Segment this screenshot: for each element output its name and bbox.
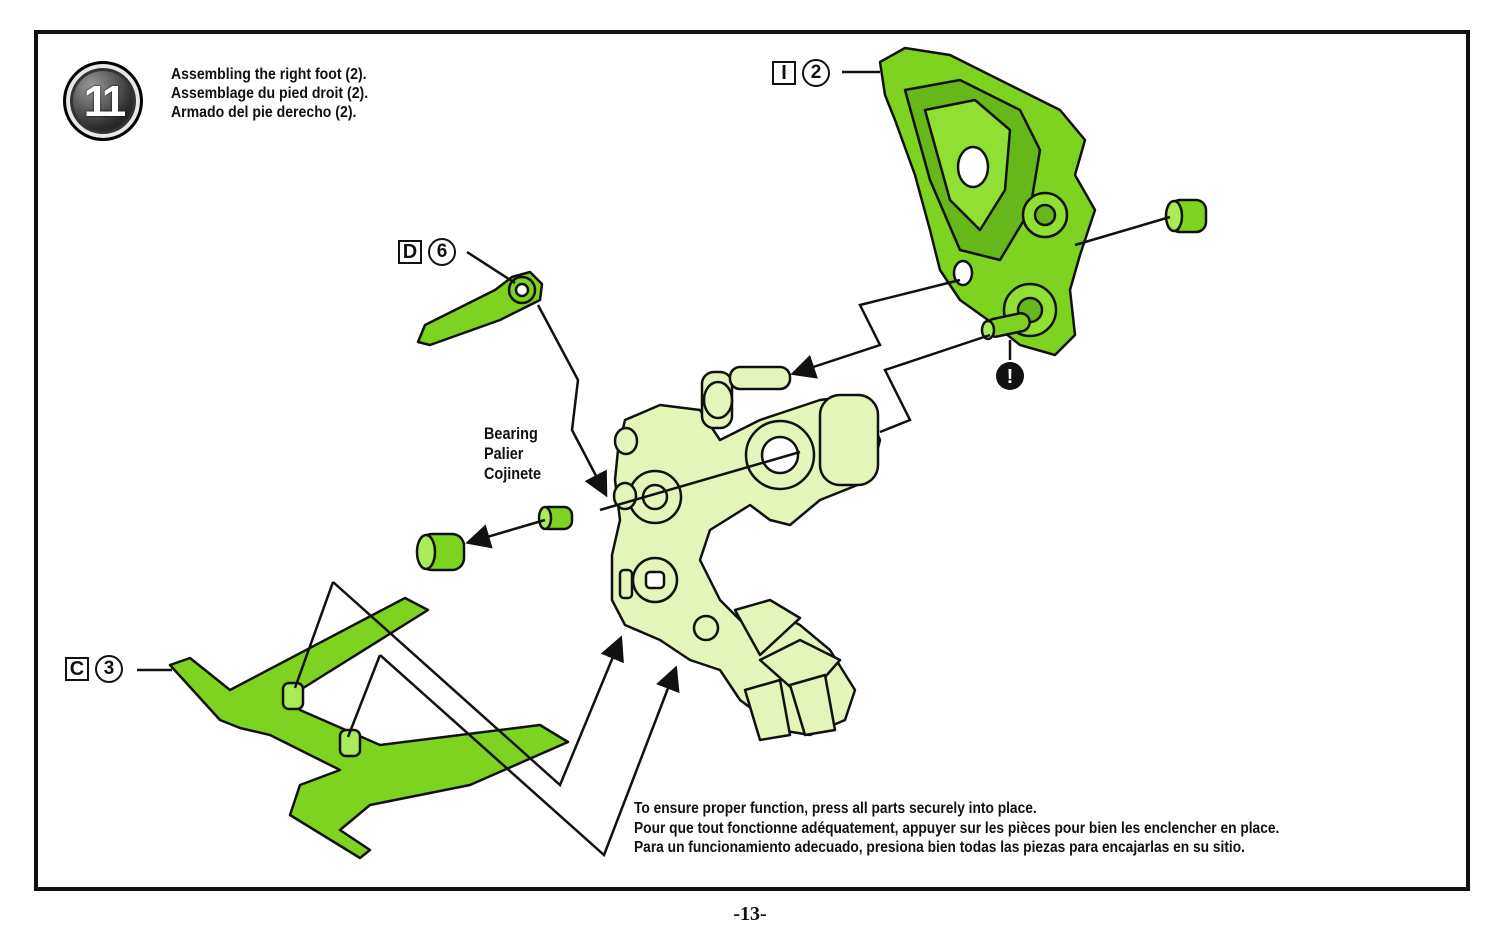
bearing-french: Palier [484,444,524,463]
title-spanish: Armado del pie derecho (2). [171,104,357,121]
part-number: 6 [428,238,456,266]
page-number: -13- [733,903,767,925]
part-letter: I [772,61,796,85]
part-number: 2 [802,59,830,87]
bearing-spanish: Cojinete [484,464,542,483]
note-english: To ensure proper function, press all par… [634,800,1037,817]
bearing-part [537,505,574,531]
part-i2-plate [878,46,1097,357]
bearing-label: Bearing Palier Cojinete [484,424,541,484]
part-label-i2: I 2 [772,59,830,87]
foot-assembly [610,365,882,742]
part-letter: C [65,657,89,681]
part-d6-lever [416,270,544,347]
bearing-english: Bearing [484,424,538,443]
part-c3-base [168,596,570,860]
svg-text:!: ! [1007,366,1014,388]
title-french: Assemblage du pied droit (2). [171,85,369,102]
warning-icon: ! [996,362,1024,390]
i2-peg [980,312,1031,341]
part-letter: D [398,240,422,264]
title-english: Assembling the right foot (2). [171,66,367,83]
guide-lines [137,70,1171,858]
step-number: 11 [83,77,127,126]
part-label-c3: C 3 [65,655,123,683]
note-french: Pour que tout fonctionne adéquatement, a… [634,819,1280,837]
step-title: Assembling the right foot (2). Assemblag… [171,65,368,122]
note-spanish: Para un funcionamiento adecuado, presion… [634,839,1245,856]
gear-cap-left [415,532,466,572]
assembly-note: To ensure proper function, press all par… [634,799,1279,858]
part-label-d6: D 6 [398,238,456,266]
gear-cap-right [1164,198,1208,234]
step-number-badge: 11 [63,61,143,141]
part-number: 3 [95,655,123,683]
